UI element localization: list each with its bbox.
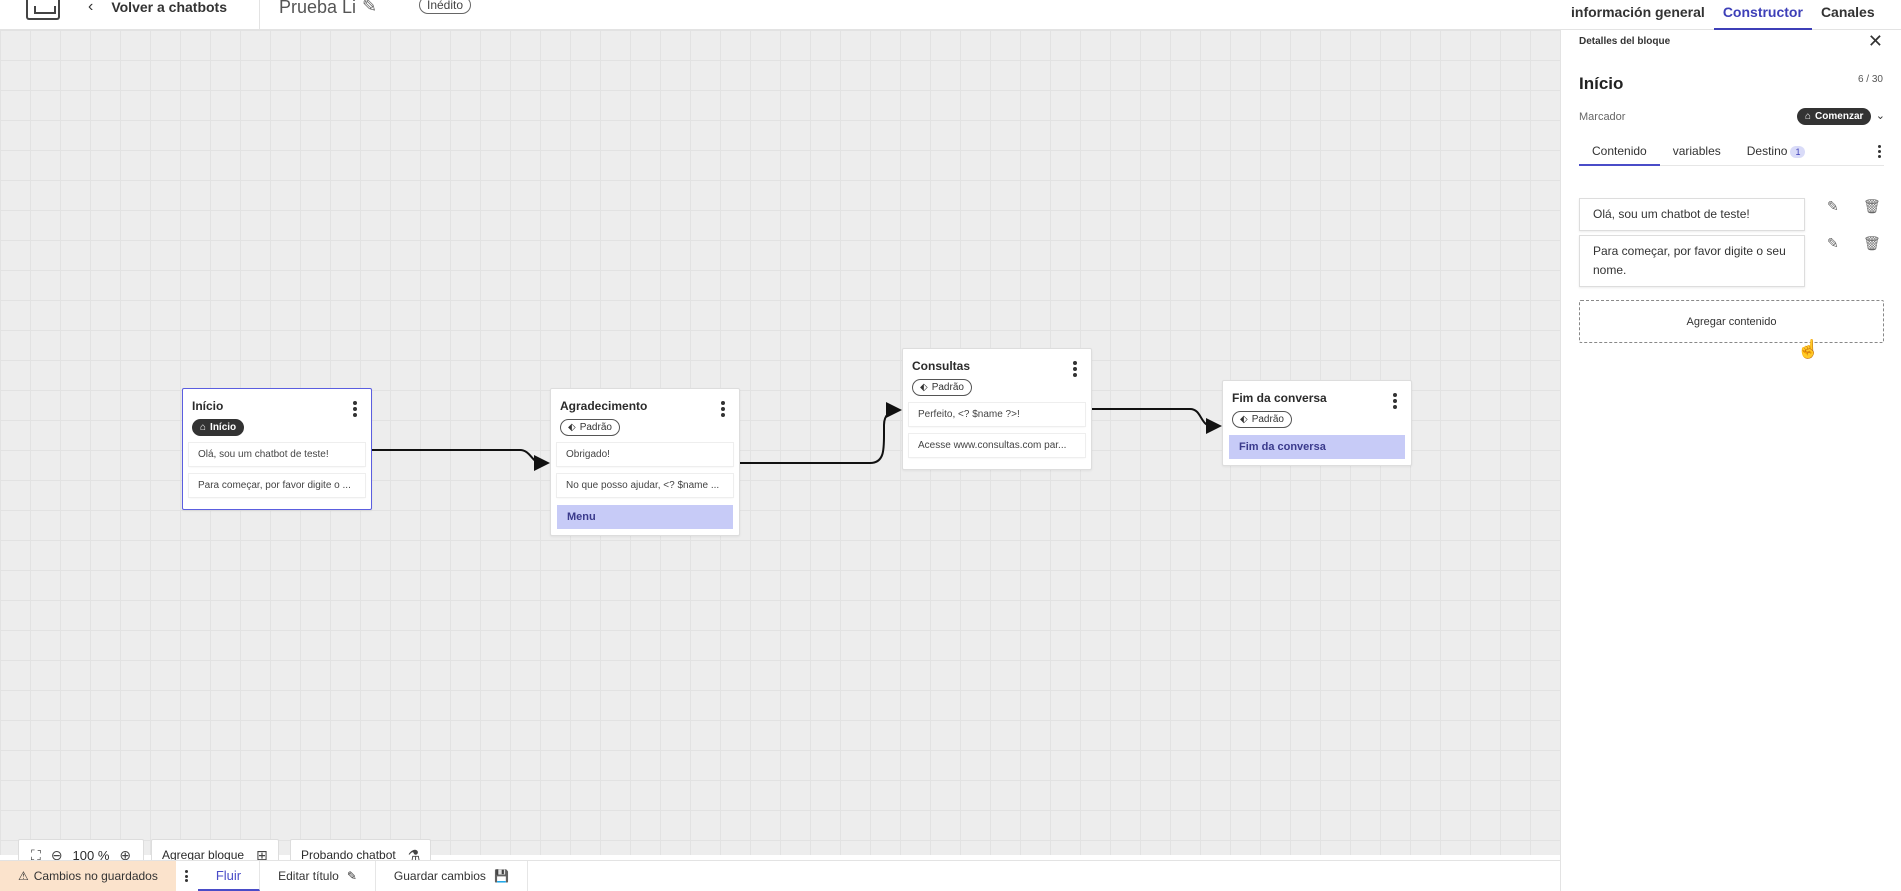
unsaved-changes-notice: ⚠ Cambios no guardados: [0, 861, 176, 891]
link-inicio-agradecimento: [372, 449, 550, 471]
chevron-left-icon: ‹: [88, 0, 94, 15]
block-message: Para começar, por favor digite o ...: [189, 474, 365, 497]
chatbot-title: Prueba Li: [279, 0, 357, 17]
flow-canvas[interactable]: Início ⌂Início Olá, sou um chatbot de te…: [0, 30, 1560, 887]
pencil-icon: ✎: [346, 869, 357, 883]
block-message: Olá, sou um chatbot de teste!: [189, 443, 365, 466]
marker-select[interactable]: ⌂ Comenzar: [1797, 108, 1872, 125]
flask-icon: ⚗: [407, 846, 421, 863]
close-icon[interactable]: ✕: [1867, 31, 1883, 51]
marker-label: Marcador: [1579, 111, 1626, 123]
panel-menu-icon[interactable]: [1878, 145, 1881, 158]
add-block-label: Agregar bloque: [162, 848, 245, 862]
zoom-in-icon[interactable]: ⊕: [119, 846, 132, 863]
edit-icon[interactable]: ✎: [1827, 235, 1839, 251]
add-block-icon: ⊞: [256, 846, 268, 863]
block-title: Fim da conversa: [1232, 391, 1327, 405]
link-consultas-fim: [1092, 408, 1222, 434]
top-tabs: información general Constructor Canales: [1562, 0, 1884, 30]
divider: [259, 0, 260, 30]
back-to-chatbots-link[interactable]: ‹ Volver a chatbots: [88, 0, 227, 16]
tab-content[interactable]: Contenido: [1579, 135, 1660, 166]
warning-icon: ⚠: [18, 869, 29, 883]
flow-block-agradecimento[interactable]: Agradecimento ⬖Padrão Obrigado! No que p…: [550, 388, 740, 536]
panel-header: Detalles del bloque: [1579, 36, 1671, 47]
fit-screen-icon[interactable]: ⛶: [31, 846, 41, 863]
tab-builder[interactable]: Constructor: [1713, 0, 1812, 30]
tab-channels[interactable]: Canales: [1820, 4, 1875, 20]
block-tag: ⌂Início: [192, 419, 245, 436]
edit-title-button[interactable]: Editar título ✎: [260, 861, 376, 891]
destination-count: 1: [1790, 146, 1806, 158]
top-bar: ‹ Volver a chatbots Prueba Li ✎ Inédito …: [0, 0, 1901, 30]
block-tag: ⬖Padrão: [1232, 411, 1292, 428]
home-icon: ⌂: [1805, 111, 1812, 122]
trash-icon[interactable]: 🗑: [1863, 235, 1881, 251]
block-title: Consultas: [912, 359, 971, 373]
chevron-down-icon[interactable]: ⌄: [1875, 110, 1885, 122]
flow-block-fim[interactable]: Fim da conversa ⬖Padrão Fim da conversa: [1222, 380, 1412, 466]
edit-icon[interactable]: ✎: [1827, 198, 1839, 214]
save-icon: 💾: [493, 869, 509, 883]
block-message: Obrigado!: [557, 443, 733, 466]
tab-flow[interactable]: Fluir: [197, 861, 261, 891]
bottom-menu-icon[interactable]: [176, 861, 198, 891]
tag-icon: ⬖: [568, 422, 576, 433]
mouse-cursor-icon: ☝: [1797, 339, 1820, 359]
flow-block-inicio[interactable]: Início ⌂Início Olá, sou um chatbot de te…: [182, 388, 372, 510]
block-message: No que posso ajudar, <? $name ...: [557, 474, 733, 497]
block-message: Perfeito, <? $name ?>!: [909, 403, 1085, 426]
home-icon: ⌂: [200, 422, 207, 433]
block-action-menu[interactable]: Menu: [557, 505, 733, 529]
block-title: Início: [192, 399, 224, 413]
tab-general-info[interactable]: información general: [1571, 4, 1705, 20]
content-item[interactable]: Para começar, por favor digite o seu nom…: [1579, 235, 1805, 287]
status-badge: Inédito: [419, 0, 472, 14]
bottom-bar: ⚠ Cambios no guardados Fluir Editar títu…: [0, 860, 1560, 891]
block-tag: ⬖Padrão: [912, 379, 972, 396]
block-action-end[interactable]: Fim da conversa: [1229, 435, 1405, 459]
char-count: 6 / 30: [1857, 74, 1883, 85]
edit-title-icon[interactable]: ✎: [362, 0, 378, 16]
block-tag: ⬖Padrão: [560, 419, 620, 436]
app-logo-icon[interactable]: [26, 0, 60, 20]
back-label: Volver a chatbots: [111, 0, 227, 15]
block-menu-icon[interactable]: [1073, 361, 1077, 377]
block-details-panel: Detalles del bloque ✕ Início 6 / 30 Marc…: [1560, 30, 1901, 891]
block-name[interactable]: Início: [1579, 74, 1624, 93]
save-changes-button[interactable]: Guardar cambios 💾: [376, 861, 528, 891]
flow-block-consultas[interactable]: Consultas ⬖Padrão Perfeito, <? $name ?>!…: [902, 348, 1092, 470]
content-item[interactable]: Olá, sou um chatbot de teste!: [1579, 198, 1805, 231]
block-menu-icon[interactable]: [721, 401, 725, 417]
test-chatbot-label: Probando chatbot: [301, 848, 396, 862]
zoom-out-icon[interactable]: ⊖: [50, 846, 63, 863]
tag-icon: ⬖: [920, 382, 928, 393]
tag-icon: ⬖: [1240, 414, 1248, 425]
connection-lines: [372, 402, 1222, 471]
link-agradecimento-consultas: [740, 402, 902, 464]
tab-variables[interactable]: variables: [1672, 144, 1721, 158]
trash-icon[interactable]: 🗑: [1863, 198, 1881, 214]
block-title: Agradecimento: [560, 399, 648, 413]
block-menu-icon[interactable]: [353, 401, 357, 417]
add-content-button[interactable]: Agregar contenido: [1579, 300, 1884, 343]
block-message: Acesse www.consultas.com par...: [909, 434, 1085, 457]
block-menu-icon[interactable]: [1393, 393, 1397, 409]
zoom-level: 100 %: [72, 847, 110, 863]
